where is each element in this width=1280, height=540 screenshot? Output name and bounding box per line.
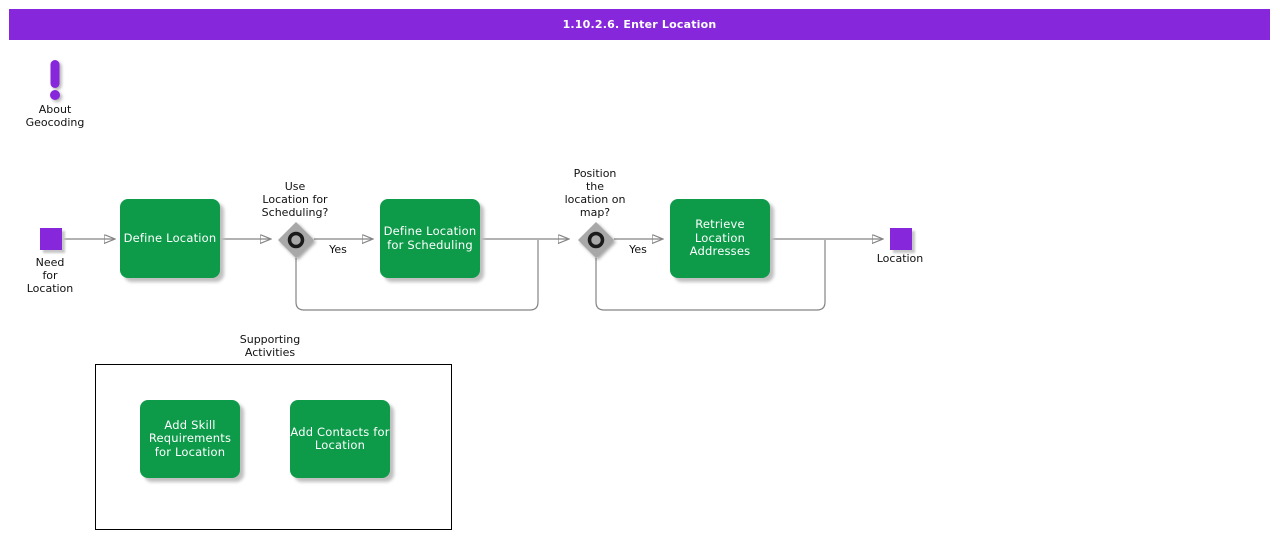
task-retrieve-location-addresses[interactable]: Retrieve Location Addresses <box>670 199 770 278</box>
task-define-location-for-scheduling[interactable]: Define Location for Scheduling <box>380 199 480 278</box>
gateway-position-location-on-map[interactable] <box>576 220 616 260</box>
task-define-location[interactable]: Define Location <box>120 199 220 278</box>
about-geocoding-label[interactable]: About Geocoding <box>25 103 85 129</box>
end-event-label: Location <box>876 252 924 265</box>
gateway2-question-label: Position the location on map? <box>564 167 626 219</box>
gateway2-yes-label: Yes <box>629 243 647 256</box>
start-event-need-for-location[interactable] <box>40 228 62 250</box>
title-bar: 1.10.2.6. Enter Location <box>9 9 1270 40</box>
task-add-contacts-for-location[interactable]: Add Contacts for Location <box>290 400 390 478</box>
gateway1-question-label: Use Location for Scheduling? <box>261 180 329 219</box>
connector-gateway2-no-bypass <box>595 240 826 311</box>
supporting-activities-title: Supporting Activities <box>239 333 301 359</box>
exclamation-icon[interactable] <box>45 58 65 102</box>
task-add-skill-requirements-for-location[interactable]: Add Skill Requirements for Location <box>140 400 240 478</box>
gateway-use-location-for-scheduling[interactable] <box>276 220 316 260</box>
connector-gateway1-no-bypass <box>295 240 539 311</box>
end-event-location[interactable] <box>890 228 912 250</box>
start-event-label: Need for Location <box>26 256 74 295</box>
gateway1-yes-label: Yes <box>329 243 347 256</box>
